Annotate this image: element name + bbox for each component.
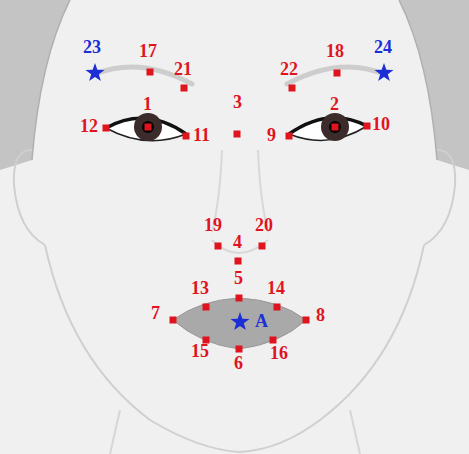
landmark-number: A xyxy=(255,312,268,330)
ear xyxy=(424,150,455,245)
face-outline xyxy=(399,0,437,160)
landmark-dot xyxy=(364,123,371,130)
landmark-dot xyxy=(183,133,190,140)
eyebrow xyxy=(287,67,384,84)
nose xyxy=(212,150,268,253)
landmark-number: 12 xyxy=(80,117,98,135)
landmark-number: 8 xyxy=(316,306,325,324)
landmark-number: 10 xyxy=(372,115,390,133)
landmark-dots xyxy=(103,69,371,353)
landmark-number: 4 xyxy=(233,233,242,251)
landmark-stars xyxy=(85,63,393,330)
landmark-dot xyxy=(234,131,241,138)
landmark-number: 15 xyxy=(191,342,209,360)
landmark-number: 23 xyxy=(83,38,101,56)
landmark-dot xyxy=(303,317,310,324)
landmark-number: 7 xyxy=(151,304,160,322)
landmark-dot xyxy=(170,317,177,324)
landmark-dot xyxy=(236,295,243,302)
landmark-dot xyxy=(259,243,266,250)
landmark-number: 6 xyxy=(234,354,243,372)
landmark-dot xyxy=(334,70,341,77)
landmark-number: 5 xyxy=(234,269,243,287)
landmark-number: 3 xyxy=(233,93,242,111)
landmark-number: 16 xyxy=(270,344,288,362)
landmark-number: 22 xyxy=(280,60,298,78)
landmark-star xyxy=(230,312,249,330)
landmark-dot xyxy=(289,85,296,92)
hair xyxy=(399,0,469,170)
iris xyxy=(134,113,162,141)
landmark-number: 11 xyxy=(193,126,210,144)
pupil xyxy=(142,121,154,133)
landmark-number: 20 xyxy=(255,216,273,234)
face-outline xyxy=(32,0,70,160)
ear xyxy=(14,150,45,245)
landmark-dot xyxy=(181,85,188,92)
landmark-dot xyxy=(215,243,222,250)
neck xyxy=(110,410,360,454)
landmark-number: 19 xyxy=(204,216,222,234)
landmark-star xyxy=(374,63,393,81)
landmark-dot xyxy=(332,124,339,131)
landmark-dot xyxy=(235,258,242,265)
landmark-number: 13 xyxy=(191,279,209,297)
landmark-dot xyxy=(236,346,243,353)
jaw-outline xyxy=(45,245,424,452)
landmark-number: 18 xyxy=(326,42,344,60)
landmark-number: 21 xyxy=(174,60,192,78)
landmark-star xyxy=(85,63,104,81)
landmark-dot xyxy=(274,304,281,311)
landmark-number: 2 xyxy=(330,95,339,113)
hair xyxy=(0,0,70,170)
landmark-dot xyxy=(147,69,154,76)
landmark-dot xyxy=(103,125,110,132)
iris xyxy=(321,113,349,141)
landmark-dot xyxy=(286,133,293,140)
landmark-number: 9 xyxy=(267,126,276,144)
landmark-number: 14 xyxy=(267,279,285,297)
pupil xyxy=(329,121,341,133)
landmark-number: 17 xyxy=(139,42,157,60)
landmark-dot xyxy=(203,304,210,311)
landmark-dot xyxy=(270,337,277,344)
landmark-dot xyxy=(145,124,152,131)
landmark-number: 1 xyxy=(143,95,152,113)
landmark-number: 24 xyxy=(374,38,392,56)
